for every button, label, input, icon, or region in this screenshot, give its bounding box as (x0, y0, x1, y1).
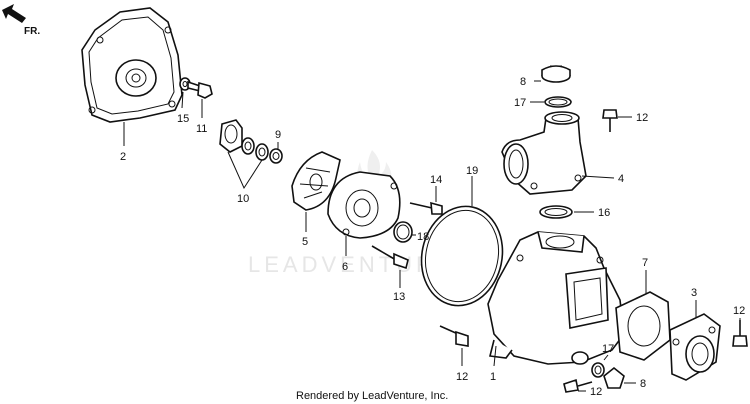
label-part-6: 6 (342, 261, 348, 273)
part-11-bolt (187, 80, 213, 99)
part-10-seal-set (219, 119, 269, 161)
part-12-bolt-right (732, 320, 748, 347)
label-part-7: 7 (642, 257, 648, 269)
label-part-12-right: 12 (733, 305, 745, 317)
label-part-5: 5 (302, 236, 308, 248)
direction-label: FR. (24, 26, 40, 37)
part-17-o-ring-bottom (591, 362, 605, 378)
part-19-gasket-ring (420, 205, 504, 307)
part-17-o-ring-top (544, 96, 572, 108)
part-13-bolt (371, 245, 409, 270)
label-part-14: 14 (430, 174, 442, 186)
part-5-impeller (291, 151, 341, 211)
label-part-11: 11 (196, 123, 207, 135)
part-9-washer (269, 148, 283, 164)
label-part-8-top: 8 (520, 76, 526, 88)
label-part-1: 1 (490, 371, 496, 383)
part-8-filler-cap (541, 65, 571, 83)
label-part-17-bottom: 17 (602, 343, 614, 355)
label-part-15: 15 (177, 113, 189, 125)
label-part-10: 10 (237, 193, 249, 205)
label-part-13: 13 (393, 291, 405, 303)
part-4-outlet-elbow (501, 111, 587, 195)
footer-credit: Rendered by LeadVenture, Inc. (296, 390, 448, 402)
label-part-9: 9 (275, 129, 281, 141)
label-part-2: 2 (120, 151, 126, 163)
label-part-12-bottom: 12 (590, 386, 602, 398)
part-2-cover-plate (81, 7, 183, 123)
label-part-19: 19 (466, 165, 478, 177)
label-part-17-top: 17 (514, 97, 526, 109)
label-part-12-top: 12 (636, 112, 648, 124)
part-16-o-ring (539, 205, 573, 219)
part-12-bolt-bottom (563, 378, 593, 393)
part-7-gasket (615, 291, 671, 361)
label-part-3: 3 (691, 287, 697, 299)
label-part-18: 18 (417, 231, 429, 243)
label-part-4: 4 (618, 173, 624, 185)
part-3-inlet-fitting (669, 313, 721, 381)
part-12-bolt-top (602, 109, 618, 132)
part-14-bolt (409, 201, 443, 215)
part-8-drain-plug (603, 366, 625, 389)
part-12-bolt-lower-left (439, 325, 469, 347)
front-direction-arrow-icon (2, 4, 26, 23)
part-6-volute-case (327, 171, 401, 239)
label-part-16: 16 (598, 207, 610, 219)
part-1-pump-housing (487, 231, 625, 365)
label-part-8-bottom: 8 (640, 378, 646, 390)
label-part-12-lower-left: 12 (456, 371, 468, 383)
part-18-o-ring (393, 221, 413, 243)
svg-text:LEADVENTURE: LEADVENTURE (248, 252, 455, 277)
